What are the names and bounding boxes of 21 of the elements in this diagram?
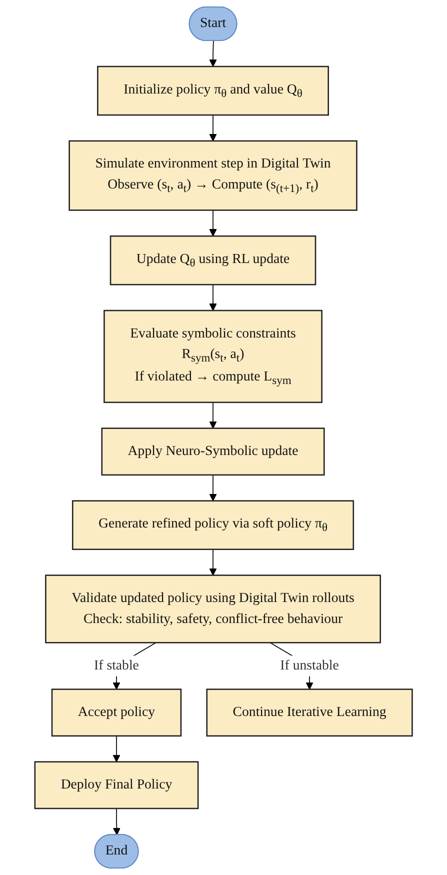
arrow — [209, 210, 217, 236]
node-box: Continue Iterative Learning — [206, 688, 413, 737]
node-box: Initialize policy π$_{θ}$ and value Q$_{θ}$ — [96, 66, 329, 116]
node-box: Deploy Final Policy — [34, 761, 199, 810]
node-box: Evaluate symbolic constraints R$_{sym}$(s$_{t}$, a$_{t}$) If violated → compute L$_{sym}$ — [104, 310, 322, 404]
node-box: Apply Neuro-Symbolic update — [101, 428, 325, 476]
edge-label: If stable — [94, 658, 139, 673]
arrow — [112, 808, 120, 836]
arrow — [112, 736, 120, 762]
arrow — [209, 402, 217, 429]
edge-label: If unstable — [280, 658, 339, 673]
arrow — [209, 474, 217, 502]
node-box: Accept policy — [51, 688, 182, 737]
node-box: Generate refined policy via soft policy π$_{θ}$ — [72, 500, 354, 550]
node-box: Update Q$_{θ}$ using RL update — [110, 235, 316, 286]
node-box: Simulate environment step in Digital Twin Observe (s$_{t}$, a$_{t}$) → Compute (s$_{(t+1)}$, r$_{t}$) — [68, 140, 358, 211]
arrow — [209, 114, 217, 142]
arrow — [209, 548, 217, 576]
node-box: Validate updated policy using Digital Twin rollouts Check: stability, safety, conflict-free behaviour — [44, 574, 381, 644]
arrow — [209, 40, 217, 67]
arrow — [209, 284, 217, 311]
